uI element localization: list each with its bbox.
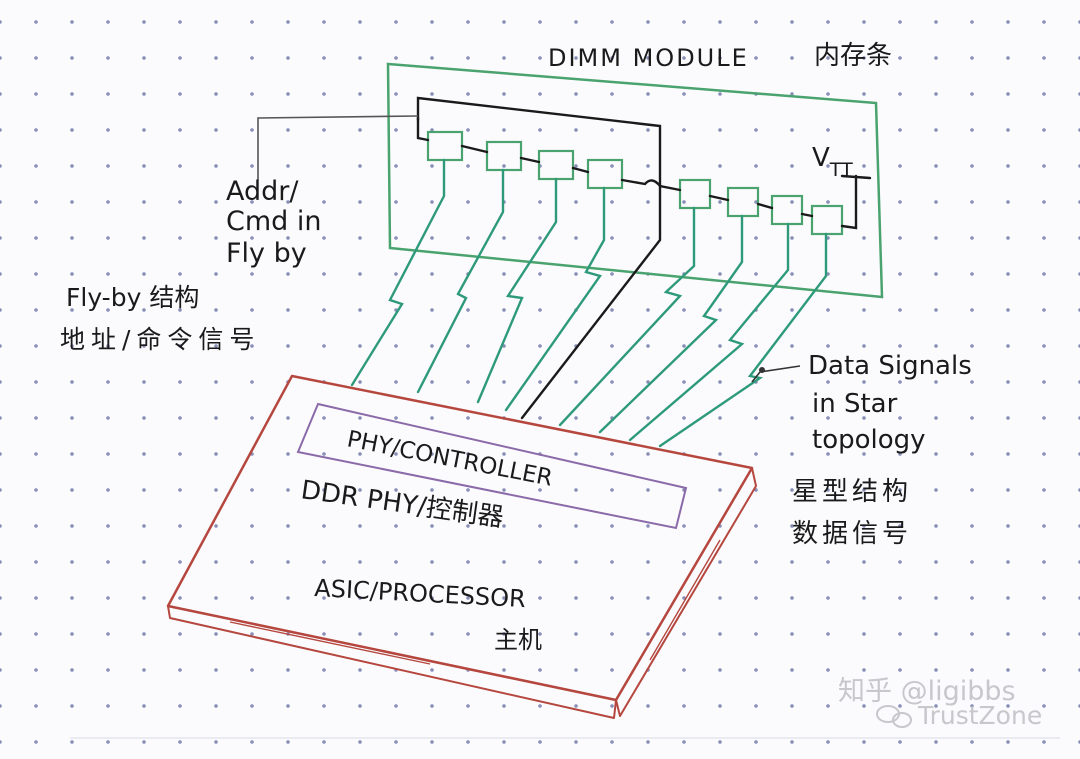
asic-top-face xyxy=(166,374,754,702)
dram-chip xyxy=(537,149,575,181)
dimm-title: DIMM MODULE xyxy=(548,44,749,72)
flyby-signal-label: 地址/命令信号 xyxy=(60,325,260,354)
flyby-structure-label: Fly-by 结构 xyxy=(66,283,199,312)
flyby-bus xyxy=(416,96,872,420)
data-pointer-dot xyxy=(759,367,765,373)
data-signals-line2: in Star xyxy=(812,389,898,419)
data-traces xyxy=(350,158,828,448)
dram-chip xyxy=(810,204,844,236)
vtt-label: VTT xyxy=(812,143,853,181)
wechat-icon xyxy=(876,705,912,728)
star-structure-cn: 星型结构 xyxy=(792,477,912,507)
addr-cmd-line1: Addr/ xyxy=(226,176,299,207)
phy-controller-box xyxy=(296,402,688,530)
addr-pointer-line xyxy=(257,115,419,180)
dram-chip xyxy=(426,130,464,162)
watermark-zhihu: 知乎 @ligibbs xyxy=(838,676,1016,707)
data-signal-cn: 数据信号 xyxy=(792,519,912,549)
host-cn-label: 主机 xyxy=(494,626,542,654)
dram-chip xyxy=(678,178,712,210)
dimm-title-cn: 内存条 xyxy=(814,41,892,71)
dram-chip xyxy=(586,158,624,190)
asic-right-face xyxy=(615,467,757,717)
addr-cmd-line2: Cmd in xyxy=(226,206,322,237)
asic-side-face xyxy=(167,605,617,719)
ddr-phy-label: DDR PHY/控制器 xyxy=(299,475,505,533)
watermark-trustzone: TrustZone xyxy=(917,701,1042,730)
dimm-board xyxy=(386,62,884,299)
addr-cmd-line3: Fly by xyxy=(226,238,307,269)
asic-processor-label: ASIC/PROCESSOR xyxy=(314,574,527,613)
dram-chip xyxy=(726,186,760,218)
data-signals-line3: topology xyxy=(812,425,926,455)
data-signals-line1: Data Signals xyxy=(808,351,972,381)
dram-chip xyxy=(485,140,523,172)
dram-chip-group-right xyxy=(678,178,844,236)
asic-package xyxy=(166,374,757,719)
dram-chip xyxy=(770,194,804,226)
